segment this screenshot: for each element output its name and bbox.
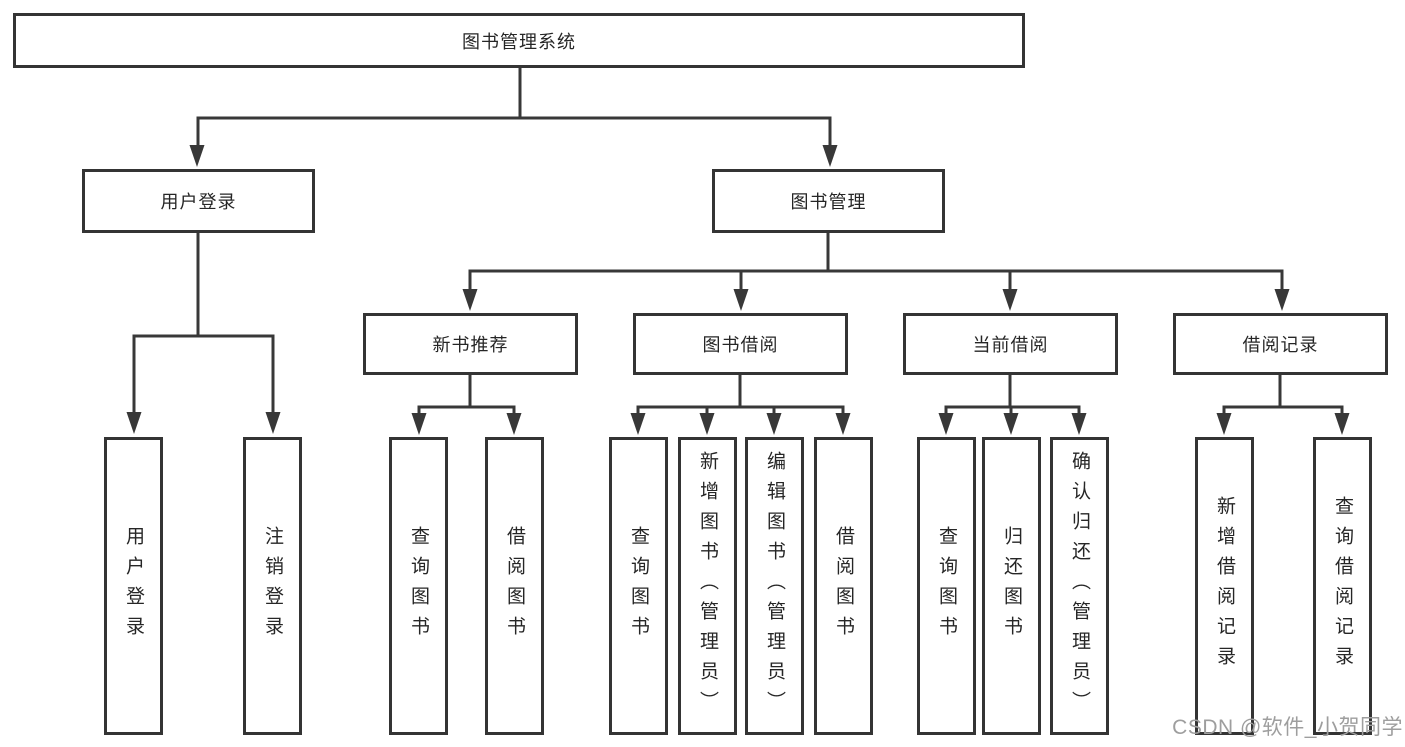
leaf-add-borrow-record: 新增借阅记录	[1195, 437, 1254, 735]
leaf-add-borrow-record-label: 新增借阅记录	[1214, 496, 1235, 676]
leaf-query-books-1-label: 查询图书	[408, 526, 429, 646]
node-borrow-records: 借阅记录	[1173, 313, 1388, 375]
node-user-login-label: 用户登录	[160, 192, 237, 212]
node-book-borrow: 图书借阅	[633, 313, 848, 375]
leaf-logout-label: 注销登录	[262, 526, 283, 646]
node-root-label: 图书管理系统	[462, 31, 576, 52]
node-root: 图书管理系统	[13, 13, 1025, 68]
leaf-query-books-3-label: 查询图书	[936, 526, 957, 646]
node-new-book-recommend-label: 新书推荐	[432, 335, 509, 355]
leaf-borrow-books-1-label: 借阅图书	[504, 526, 525, 646]
leaf-query-borrow-record: 查询借阅记录	[1313, 437, 1372, 735]
leaf-query-borrow-record-label: 查询借阅记录	[1332, 496, 1353, 676]
node-current-borrow-label: 当前借阅	[972, 335, 1049, 355]
leaf-return-books-label: 归还图书	[1001, 526, 1022, 646]
node-borrow-records-label: 借阅记录	[1242, 335, 1319, 355]
node-book-management: 图书管理	[712, 169, 945, 233]
leaf-user-login-label: 用户登录	[123, 526, 144, 646]
leaf-confirm-return-admin: 确认归还（管理员）	[1050, 437, 1109, 735]
leaf-edit-book-admin: 编辑图书（管理员）	[745, 437, 804, 735]
connector-user-login	[132, 231, 275, 418]
arrowheads	[126, 145, 1350, 435]
node-user-login: 用户登录	[82, 169, 315, 233]
leaf-logout: 注销登录	[243, 437, 302, 735]
connector-root	[196, 66, 832, 152]
connector-borrow-records	[1222, 373, 1344, 419]
node-current-borrow: 当前借阅	[903, 313, 1118, 375]
connector-book-management	[468, 231, 1284, 295]
leaf-borrow-books-2-label: 借阅图书	[833, 526, 854, 646]
leaf-edit-book-admin-label: 编辑图书（管理员）	[764, 451, 785, 721]
node-book-borrow-label: 图书借阅	[702, 335, 779, 355]
watermark: CSDN @软件_小贺同学	[1172, 716, 1403, 739]
leaf-borrow-books-1: 借阅图书	[485, 437, 544, 735]
leaf-query-books-3: 查询图书	[917, 437, 976, 735]
leaf-query-books-1: 查询图书	[389, 437, 448, 735]
leaf-add-book-admin-label: 新增图书（管理员）	[697, 451, 718, 721]
leaf-user-login: 用户登录	[104, 437, 163, 735]
leaf-add-book-admin: 新增图书（管理员）	[678, 437, 737, 735]
node-book-management-label: 图书管理	[790, 192, 867, 212]
connector-current-borrow	[944, 373, 1081, 419]
connector-new-book	[417, 373, 516, 419]
leaf-return-books: 归还图书	[982, 437, 1041, 735]
connector-book-borrow	[636, 373, 845, 419]
leaf-confirm-return-admin-label: 确认归还（管理员）	[1069, 451, 1090, 721]
leaf-query-books-2-label: 查询图书	[628, 526, 649, 646]
leaf-query-books-2: 查询图书	[609, 437, 668, 735]
leaf-borrow-books-2: 借阅图书	[814, 437, 873, 735]
node-new-book-recommend: 新书推荐	[363, 313, 578, 375]
